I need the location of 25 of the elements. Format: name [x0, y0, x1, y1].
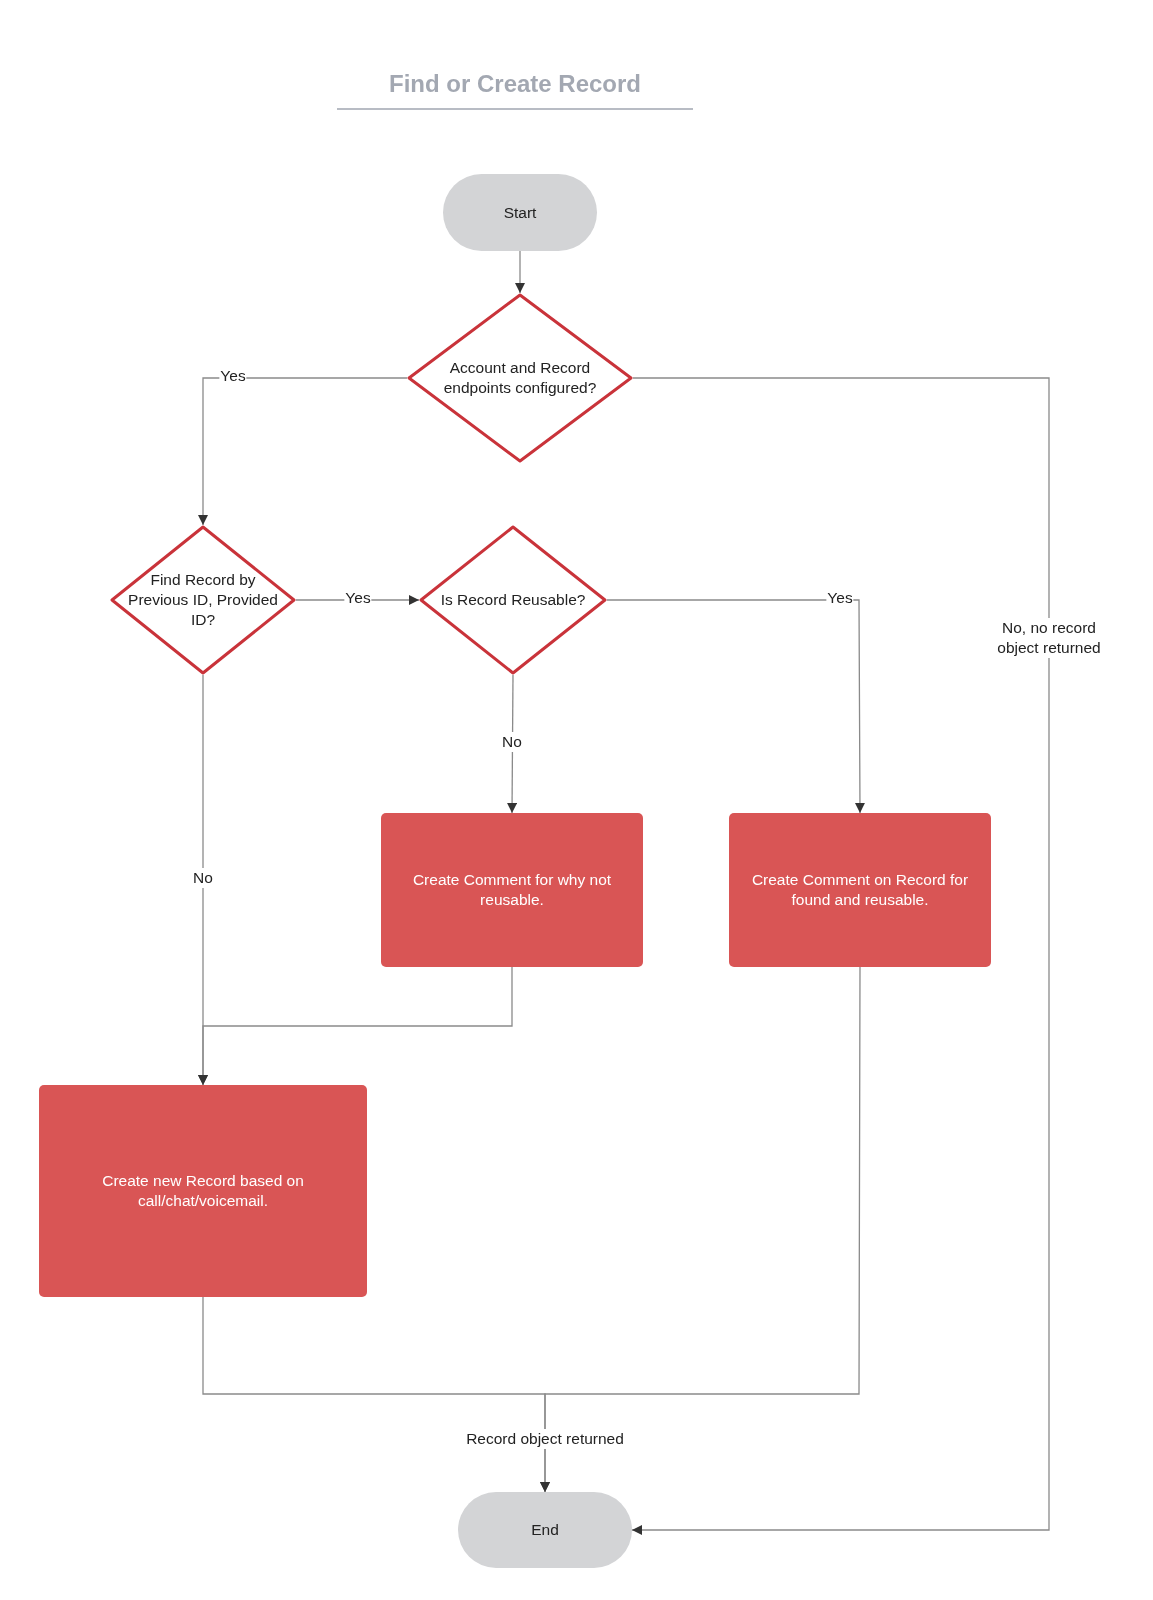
node-text: Is Record Reusable? — [440, 590, 586, 610]
arrow — [540, 966, 861, 1493]
arrow — [507, 674, 518, 814]
arrow — [631, 377, 1050, 1535]
edge-label: Record object returned — [465, 1429, 625, 1449]
node-text: Create Comment for why not reusable. — [411, 870, 613, 910]
node-text: Find Record by Previous ID, Provided ID? — [127, 570, 279, 630]
decision-diamond — [419, 525, 607, 675]
arrow — [606, 599, 865, 814]
decision-diamond — [407, 293, 633, 463]
decision-diamond — [110, 525, 296, 675]
node-text: Create new Record based on call/chat/voicemail. — [101, 1171, 305, 1211]
arrow — [515, 250, 525, 294]
process-box — [39, 1085, 367, 1297]
node-text: Start — [503, 202, 537, 223]
diagram-title: Find or Create Record — [337, 70, 693, 110]
node-text: Create Comment on Record for found and reusable. — [750, 870, 970, 910]
process-box — [729, 813, 991, 967]
process-box — [381, 813, 643, 967]
node-text: Account and Record endpoints configured? — [442, 358, 598, 398]
arrow — [198, 377, 408, 526]
edge-label: No — [192, 868, 214, 888]
node-text: End — [531, 1520, 559, 1540]
edge-label: No — [501, 732, 523, 752]
arrow — [198, 966, 513, 1086]
